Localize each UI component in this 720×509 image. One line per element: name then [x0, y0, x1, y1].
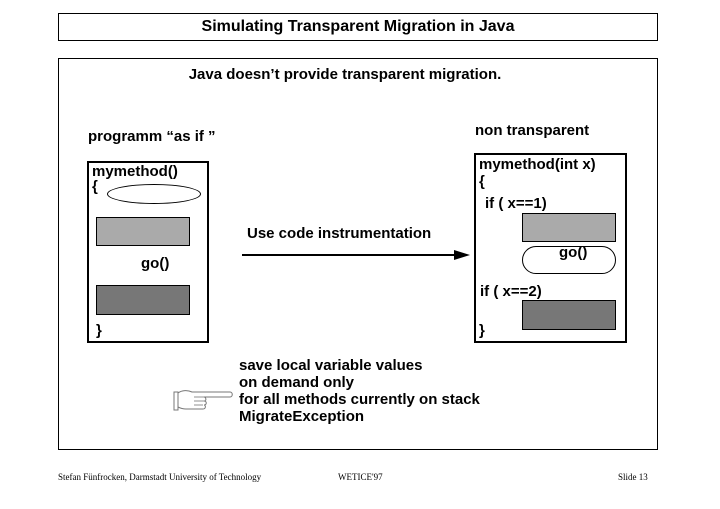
transform-arrow — [242, 250, 470, 260]
right-dark-block — [522, 300, 616, 330]
right-go-call: go() — [559, 244, 588, 261]
content-frame — [58, 58, 658, 450]
note-item: save local variable values — [239, 357, 423, 374]
left-close-brace: } — [96, 322, 102, 339]
left-light-block — [96, 217, 190, 246]
right-condition-1: if ( x==1) — [485, 195, 547, 212]
right-condition-2: if ( x==2) — [480, 283, 542, 300]
footer-slide-number: Slide 13 — [618, 472, 648, 482]
pointing-hand-icon — [173, 390, 233, 411]
note-item: for all methods currently on stack — [239, 391, 480, 408]
footer-event: WETICE'97 — [338, 472, 383, 482]
left-oval-block — [107, 184, 201, 204]
footer-author: Stefan Fünfrocken, Darmstadt University … — [58, 472, 262, 482]
notes-list: save local variable values on demand onl… — [239, 357, 480, 425]
left-method-signature: mymethod() — [92, 163, 178, 180]
right-go-pill — [522, 246, 616, 274]
left-heading: programm “as if ” — [88, 128, 216, 145]
note-item: MigrateException — [239, 408, 365, 425]
right-method-signature: mymethod(int x) — [479, 156, 596, 173]
right-heading: non transparent — [475, 122, 590, 139]
right-open-brace: { — [479, 173, 485, 190]
left-dark-block — [96, 285, 190, 315]
note-item: on demand only — [239, 374, 355, 391]
right-light-block — [522, 213, 616, 242]
right-close-brace: } — [479, 322, 485, 339]
slide-title: Simulating Transparent Migration in Java — [58, 13, 658, 41]
subtitle: Java doesn’t provide transparent migrati… — [188, 66, 502, 83]
arrow-label: Use code instrumentation — [247, 225, 432, 242]
left-open-brace: { — [92, 178, 98, 195]
left-go-call: go() — [141, 255, 170, 272]
